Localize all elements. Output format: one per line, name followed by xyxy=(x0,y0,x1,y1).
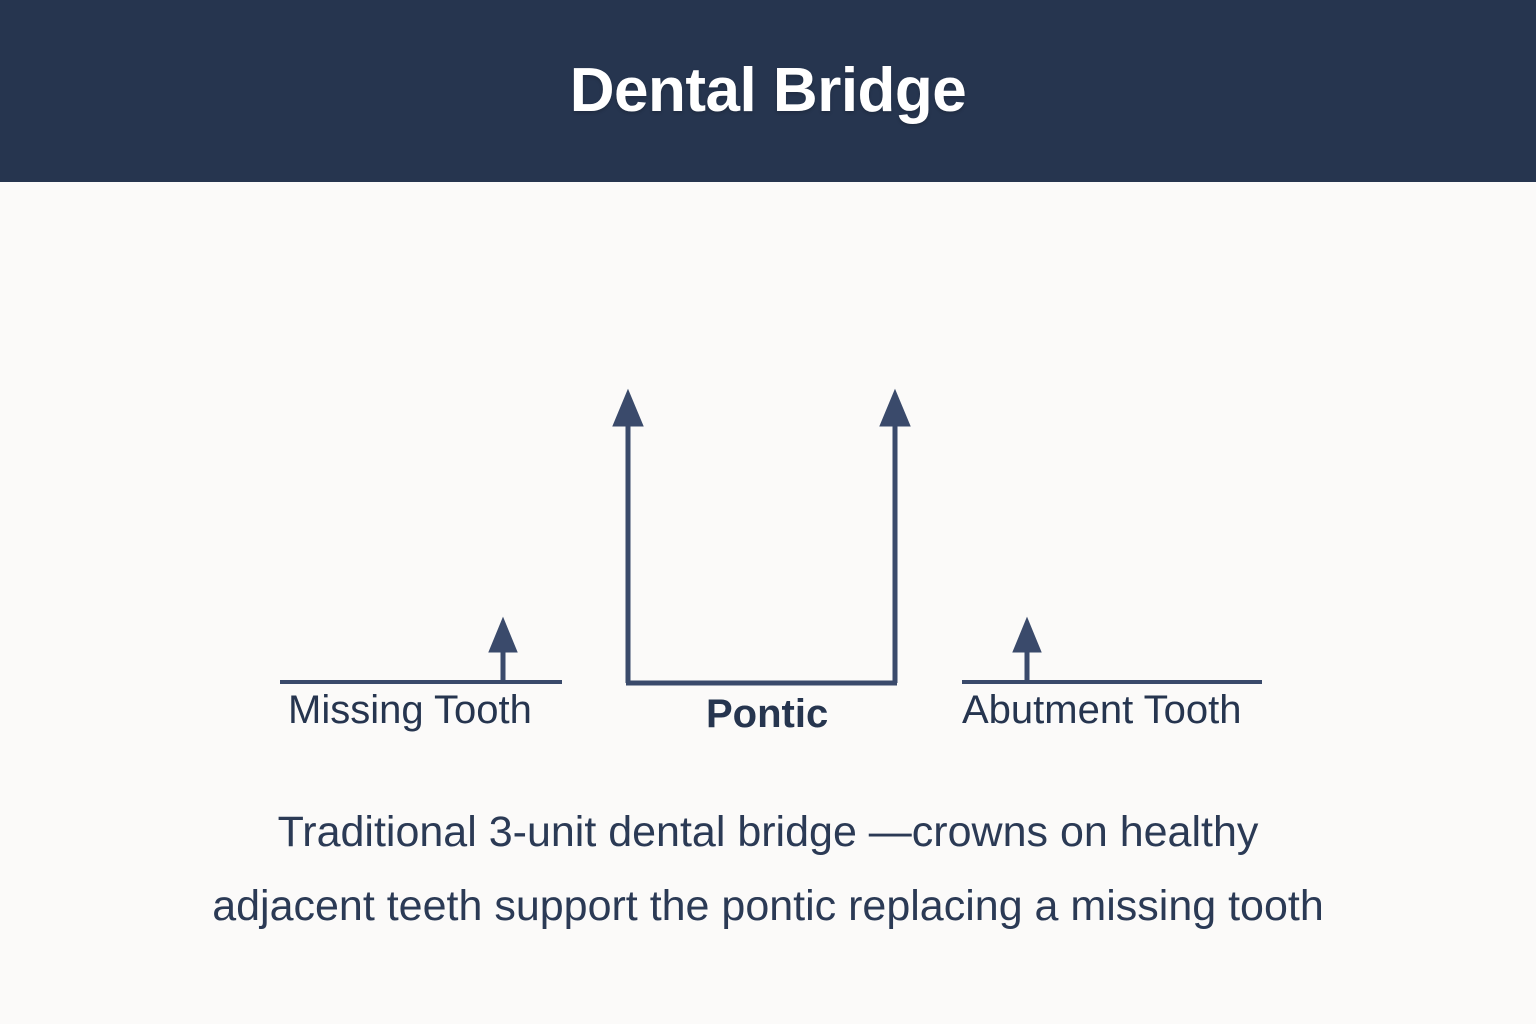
abutment-tooth-left xyxy=(409,241,595,632)
leader-missing-tooth xyxy=(280,616,562,684)
abutment-tooth-right xyxy=(929,241,1115,632)
caption-line-1: Traditional 3-unit dental bridge —crowns… xyxy=(277,808,1259,856)
dental-bridge-svg xyxy=(250,239,1288,686)
leader-abutment-tooth xyxy=(962,616,1262,684)
callout-leaders xyxy=(280,388,1262,686)
connector-right xyxy=(886,270,936,394)
callout-label-missing-tooth: Missing Tooth xyxy=(288,688,532,732)
dental-bridge-illustration xyxy=(0,182,1536,742)
caption-line-2: adjacent teeth support the pontic replac… xyxy=(212,882,1324,930)
callout-label-pontic: Pontic xyxy=(706,692,829,736)
callout-label-row: Missing Tooth Pontic Abutment Tooth xyxy=(0,690,1536,760)
gum-tissue xyxy=(250,364,1286,534)
page-title: Dental Bridge xyxy=(569,56,967,125)
header-bar: Dental Bridge xyxy=(0,0,1536,182)
caption-block: Traditional 3-unit dental bridge —crowns… xyxy=(0,795,1536,943)
leader-pontic xyxy=(612,388,911,686)
pontic-crown xyxy=(635,239,850,474)
callout-label-abutment-tooth: Abutment Tooth xyxy=(962,688,1242,732)
connector-left xyxy=(592,270,648,394)
